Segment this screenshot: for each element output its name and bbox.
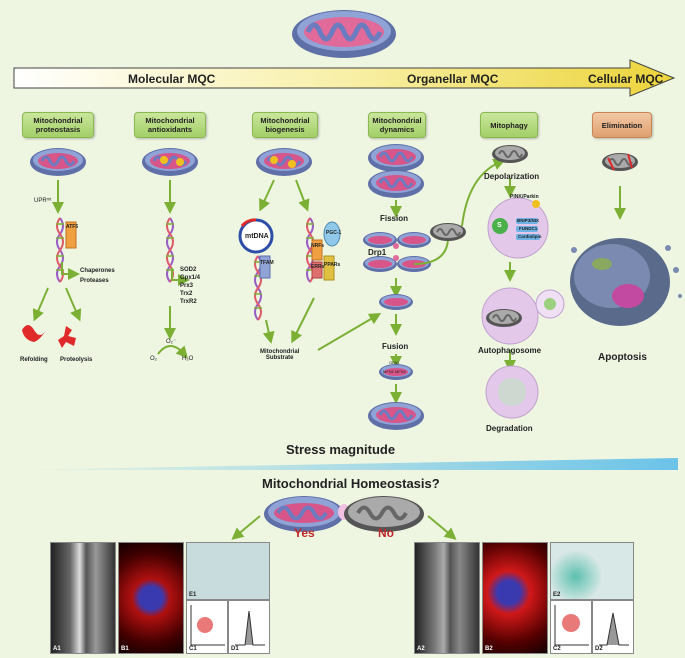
refolding-label: Refolding	[20, 357, 48, 363]
depolarization-label: Depolarization	[484, 172, 540, 181]
h2o-label: H₂O	[182, 356, 194, 362]
cellular-mqc-label: Cellular MQC	[588, 72, 664, 86]
pink-parkin-label: PINK/Parkin	[510, 194, 539, 200]
mtdna-label: mtDNA	[245, 233, 269, 240]
fusion-label: Fusion	[382, 342, 409, 351]
panel-d2-label: D2	[595, 646, 603, 652]
tfam-label: TFAM	[260, 260, 274, 266]
panel-a2-mri: A2	[414, 542, 480, 654]
panel-e1-stain: E1	[186, 542, 270, 600]
panel-e2-label: E2	[553, 592, 561, 598]
box-mitophagy: Mitophagy	[480, 112, 538, 138]
fundc1-label: FUNDC1	[519, 226, 538, 231]
panel-e1-label: E1	[189, 592, 197, 598]
panel-a1-mri: A1	[50, 542, 116, 654]
uprmt-label: UPRᵐᵗ	[34, 198, 52, 204]
s-label: S	[497, 222, 502, 229]
panel-b1-label: B1	[121, 646, 129, 652]
homeostasis-title: Mitochondrial Homeostasis?	[262, 476, 440, 491]
stress-magnitude-label: Stress magnitude	[286, 442, 396, 457]
panel-a1-label: A1	[53, 646, 61, 652]
top-mitochondrion-illustration	[292, 10, 396, 58]
pgc-label: PGC-1	[326, 230, 342, 236]
apoptosis-label: Apoptosis	[598, 352, 647, 363]
proteolysis-label: Proteolysis	[60, 357, 93, 363]
panel-c1-flow: C1	[186, 600, 228, 654]
panel-c1-label: C1	[189, 646, 197, 652]
stress-wedge	[6, 458, 678, 470]
errs-label: ERRs	[311, 264, 325, 270]
panel-b1-fluorescence: B1	[118, 542, 184, 654]
yes-label: Yes	[294, 526, 315, 540]
organellar-mqc-label: Organellar MQC	[407, 72, 499, 86]
proteases-label: Proteases	[80, 278, 109, 284]
panel-b2-label: B2	[485, 646, 493, 652]
panel-c2-label: C2	[553, 646, 561, 652]
box-elimination: Elimination	[592, 112, 652, 138]
drp1-label: Drp1	[368, 248, 387, 257]
nrfs-label: NRFs	[311, 243, 325, 249]
opa1-label: OPA1	[389, 360, 400, 365]
panel-d1-histogram: D1	[228, 600, 270, 654]
atf5-label: ATF5	[66, 224, 79, 230]
fission-label: Fission	[380, 214, 409, 223]
autophagosome-label: Autophagosome	[478, 346, 542, 355]
panel-d2-histogram: D2	[592, 600, 634, 654]
molecular-mqc-label: Molecular MQC	[128, 72, 216, 86]
panel-b2-fluorescence: B2	[482, 542, 548, 654]
superoxide-label: O₂⁻	[166, 339, 177, 345]
mqc-scale-arrow	[13, 59, 676, 97]
cardiolipin-label: Cardiolipin	[518, 234, 542, 239]
no-label: No	[378, 526, 394, 540]
panel-a2-label: A2	[417, 646, 425, 652]
homeostasis-illustration	[231, 496, 457, 540]
panel-c2-flow: C2	[550, 600, 592, 654]
bnip-label: BNIP3/NIX	[517, 218, 540, 223]
mfn-label: MFN1 MFN2	[383, 369, 406, 374]
ppars-label: PPARs	[324, 262, 341, 268]
chaperones-label: Chaperones	[80, 268, 115, 274]
degradation-label: Degradation	[486, 424, 533, 433]
panel-e2-stain: E2	[550, 542, 634, 600]
o2-label: O₂	[150, 356, 157, 362]
panel-d1-label: D1	[231, 646, 239, 652]
pathway-diagram	[22, 142, 682, 432]
antioxidant-list: SOD2 Gpx1/4 Prx3 Trx2 TrxR2	[180, 267, 201, 305]
